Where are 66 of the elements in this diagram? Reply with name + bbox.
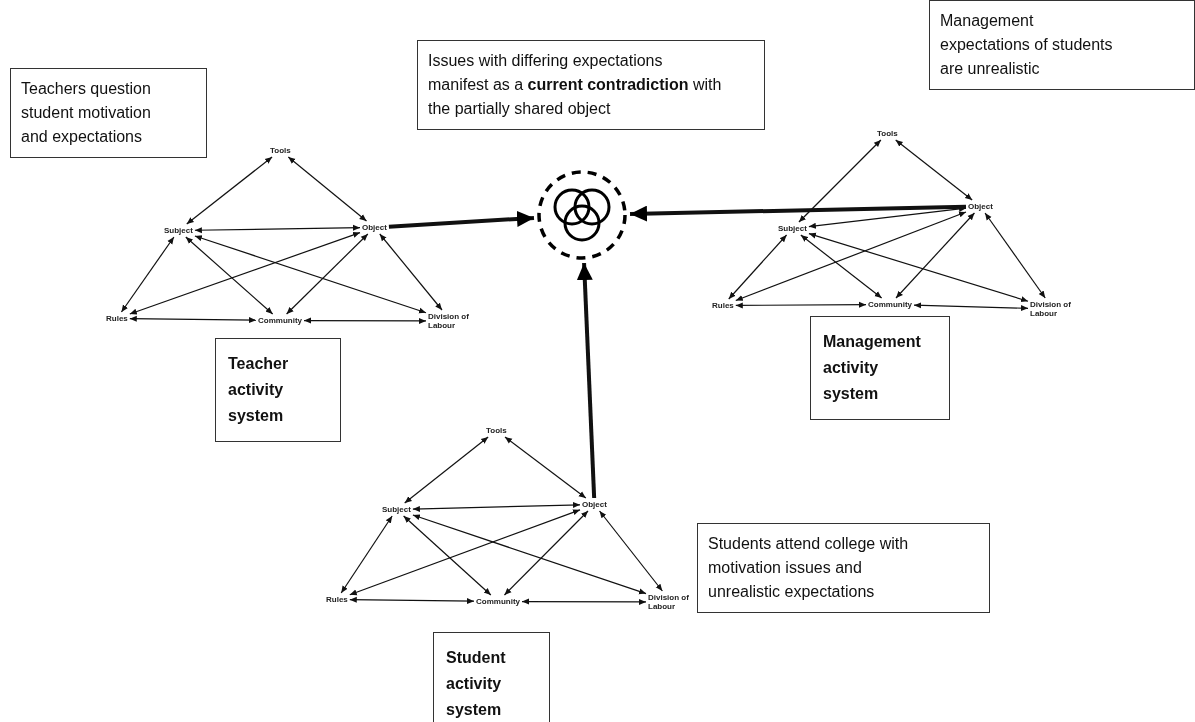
arrow xyxy=(120,236,175,313)
node-label: Division of Labour xyxy=(1030,300,1076,318)
note-box xyxy=(697,523,990,613)
arrow xyxy=(129,232,361,315)
title-box: Student activity system xyxy=(433,632,550,722)
node-label: Tools xyxy=(270,146,291,155)
arrow xyxy=(303,317,427,324)
arrow xyxy=(521,598,647,605)
arrow xyxy=(629,204,967,222)
arrow xyxy=(808,232,1029,303)
arrow xyxy=(800,234,883,299)
title-box: Management activity system xyxy=(810,316,950,420)
node-label: Division of Labour xyxy=(428,312,474,330)
overlapping-circles-symbol xyxy=(536,169,628,261)
title-box: Teacher activity system xyxy=(215,338,341,442)
node-label: Object xyxy=(362,223,387,232)
note-box xyxy=(929,0,1195,90)
arrow xyxy=(186,156,273,225)
node-label: Community xyxy=(476,597,520,606)
arrow xyxy=(286,233,369,315)
arrow xyxy=(504,436,587,499)
node-label: Community xyxy=(258,316,302,325)
arrow xyxy=(984,212,1046,299)
node-label: Division of Labour xyxy=(648,593,694,611)
arrow xyxy=(287,156,368,222)
arrow xyxy=(185,236,274,315)
node-label: Object xyxy=(968,202,993,211)
arrow xyxy=(728,234,788,300)
arrow xyxy=(129,315,257,324)
arrow xyxy=(576,262,597,499)
node-label: Rules xyxy=(326,595,348,604)
arrow xyxy=(379,233,443,311)
arrow xyxy=(194,235,427,314)
arrow xyxy=(194,224,361,234)
node-label: Rules xyxy=(106,314,128,323)
arrow xyxy=(412,514,647,595)
note-text: Students attend college with motivation issues and unrealistic expectations xyxy=(708,535,909,600)
arrow xyxy=(404,436,489,504)
arrow xyxy=(403,515,492,596)
arrow xyxy=(340,515,393,594)
note-box xyxy=(417,40,765,130)
note-text: Teachers question student motivation and expectations xyxy=(21,80,151,145)
arrow xyxy=(735,301,867,309)
arrow xyxy=(349,596,475,605)
arrow xyxy=(735,211,967,302)
node-label: Rules xyxy=(712,301,734,310)
node-label: Subject xyxy=(382,505,411,514)
arrow xyxy=(503,510,589,596)
arrow xyxy=(798,139,882,223)
arrow xyxy=(895,212,976,299)
node-label: Tools xyxy=(877,129,898,138)
node-label: Tools xyxy=(486,426,507,435)
node-label: Subject xyxy=(778,224,807,233)
node-label: Community xyxy=(868,300,912,309)
arrow xyxy=(598,510,663,592)
arrow xyxy=(412,502,581,512)
arrow xyxy=(913,302,1029,312)
arrow xyxy=(388,210,535,229)
arrow xyxy=(895,139,973,201)
arrow xyxy=(808,206,967,229)
note-box xyxy=(10,68,207,158)
note-text: Issues with differing expectations manifest as a current contradiction with the partially shared object xyxy=(428,52,722,117)
note-text: Management expectations of students are unrealistic xyxy=(940,12,1113,77)
node-label: Subject xyxy=(164,226,193,235)
node-label: Object xyxy=(582,500,607,509)
arrow xyxy=(349,509,581,596)
